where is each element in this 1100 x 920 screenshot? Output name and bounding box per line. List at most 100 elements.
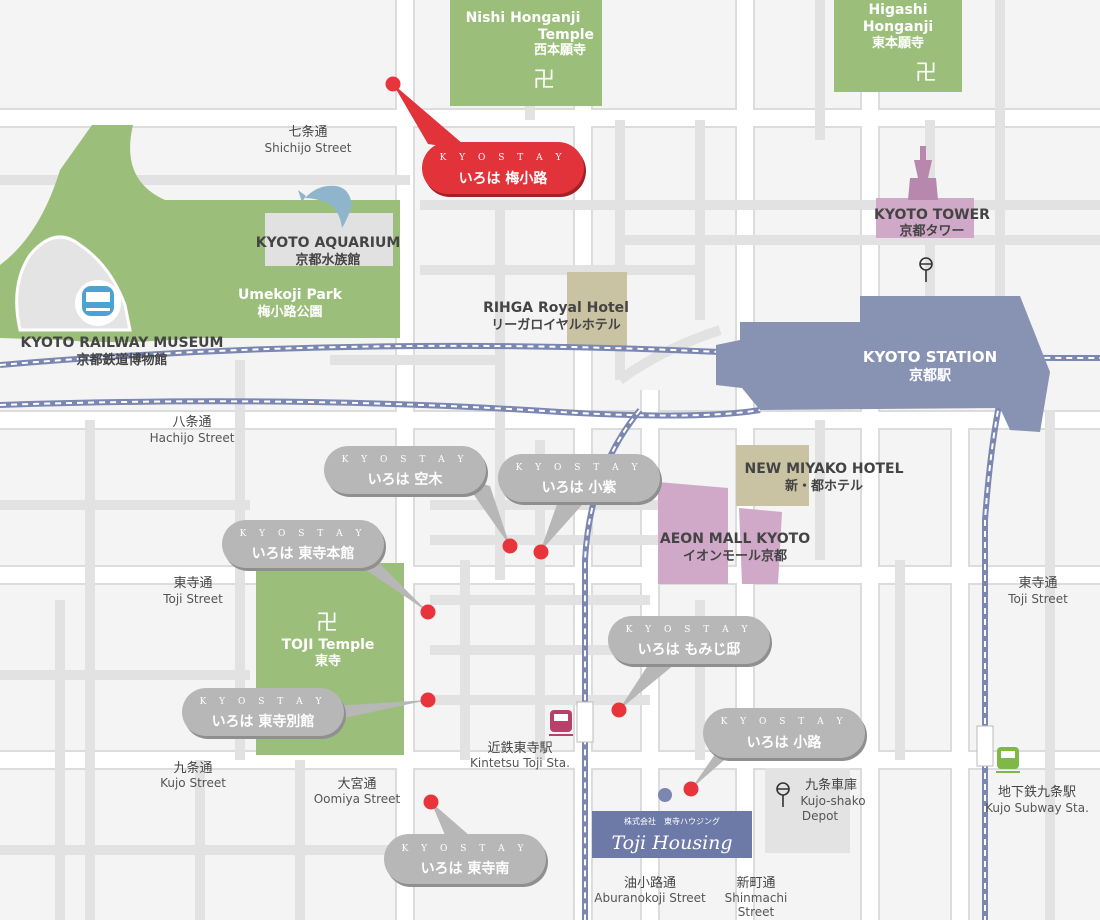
- higashi-honganji-area: [834, 0, 962, 92]
- callout-toji-minami-name: いろは 東寺南: [421, 860, 510, 877]
- toji-housing-company: 株式会社 東寺ハウジング: [624, 816, 720, 826]
- higashi-honganji-label-en1: Higashi: [868, 2, 927, 18]
- kyoto-tower-label-en: KYOTO TOWER: [874, 207, 990, 223]
- subway-train-icon: [996, 747, 1020, 773]
- marker-momiji[interactable]: [611, 702, 627, 718]
- marker-koji[interactable]: [683, 781, 699, 797]
- shinmachi-street-label-en2: Street: [738, 905, 775, 919]
- higashi-honganji-label-en2: Honganji: [863, 19, 933, 35]
- oomiya-street-label-en: Oomiya Street: [314, 792, 401, 806]
- aeon-label-ja: イオンモール京都: [683, 548, 787, 564]
- dolphin-icon: [298, 185, 352, 228]
- callout-koshi-name: いろは 小紫: [542, 479, 617, 496]
- toji-temple-label-ja: 東寺: [315, 653, 341, 669]
- kyoto-tower-icon: [908, 146, 938, 200]
- callout-umekoji-name: いろは 梅小路: [459, 170, 549, 187]
- aburanokoji-street-label-en: Aburanokoji Street: [594, 891, 706, 905]
- aburanokoji-street-label-ja: 油小路通: [624, 875, 676, 891]
- shichijo-street-label-en: Shichijo Street: [264, 141, 351, 155]
- toji-temple-symbol: 卍: [316, 611, 338, 636]
- nishi-honganji-label-en1: Nishi Honganji: [466, 10, 581, 26]
- kintetsu-train-icon: [549, 710, 573, 736]
- marker-umekoji[interactable]: [385, 76, 401, 92]
- aeon-label-en: AEON MALL KYOTO: [660, 531, 810, 547]
- shinmachi-street-label-en1: Shinmachi: [725, 891, 788, 905]
- kyoto-station-label-ja: 京都駅: [909, 367, 952, 384]
- kyoto-station-label-en: KYOTO STATION: [863, 348, 997, 366]
- subway-platform: [976, 725, 994, 767]
- callout-toji-minami[interactable]: K Y O S T A Y いろは 東寺南: [384, 834, 548, 887]
- kyoto-tower-base: [876, 198, 974, 238]
- umekoji-park-label-en: Umekoji Park: [238, 287, 343, 303]
- hachijo-street-label-en: Hachijo Street: [150, 431, 235, 445]
- railway-museum-label-en: KYOTO RAILWAY MUSEUM: [21, 335, 224, 351]
- new-miyako-label-en: NEW MIYAKO HOTEL: [744, 461, 903, 477]
- callout-toji-bekkan-name: いろは 東寺別館: [212, 713, 315, 730]
- toji-housing-name: Toji Housing: [611, 832, 732, 854]
- rihga-hotel-building: [567, 272, 627, 350]
- callout-utsuki-kicker: K Y O S T A Y: [342, 455, 469, 465]
- nishi-honganji-area: [450, 0, 602, 106]
- callout-utsuki-name: いろは 空木: [368, 471, 444, 488]
- aquarium-label-ja: 京都水族館: [295, 252, 360, 268]
- new-miyako-hotel-building: [736, 445, 809, 506]
- toji-housing-sign[interactable]: 株式会社 東寺ハウジング Toji Housing: [592, 811, 752, 858]
- kujo-shako-label-ja: 九条車庫: [805, 777, 857, 793]
- toji-street-left-label-ja: 東寺通: [173, 575, 212, 591]
- callout-umekoji[interactable]: K Y O S T A Y いろは 梅小路: [422, 142, 586, 197]
- marker-toji-housing[interactable]: [658, 788, 672, 802]
- callout-koji[interactable]: K Y O S T A Y いろは 小路: [703, 708, 867, 761]
- toji-street-right-label-ja: 東寺通: [1018, 575, 1057, 591]
- kujo-subway-label-ja: 地下鉄九条駅: [998, 784, 1076, 800]
- kujo-shako-label-en2: Depot: [802, 809, 839, 823]
- marker-koshi[interactable]: [533, 544, 549, 560]
- callout-momiji-name: いろは もみじ邸: [638, 642, 741, 658]
- landmark-labels: Nishi Honganji Temple 西本願寺 Higashi Honga…: [21, 2, 1089, 823]
- kujo-shako-depot-area: [765, 768, 850, 853]
- kintetsu-platform: [576, 701, 594, 743]
- umekoji-park-label-ja: 梅小路公園: [257, 304, 322, 320]
- marker-toji-honkan[interactable]: [420, 604, 436, 620]
- toji-street-right-label-en: Toji Street: [1007, 592, 1068, 606]
- aquarium-label-en: KYOTO AQUARIUM: [256, 235, 401, 251]
- street-labels: 七条通 Shichijo Street 八条通 Hachijo Street 東…: [150, 124, 1069, 919]
- higashi-honganji-symbol: 卍: [915, 61, 937, 86]
- callout-toji-bekkan[interactable]: K Y O S T A Y いろは 東寺別館: [182, 688, 346, 739]
- callout-momiji-kicker: K Y O S T A Y: [626, 625, 753, 635]
- callout-toji-honkan-name: いろは 東寺本館: [252, 545, 355, 562]
- toji-temple-label-en: TOJI Temple: [282, 637, 375, 653]
- callout-utsuki[interactable]: K Y O S T A Y いろは 空木: [324, 446, 488, 497]
- aeon-mall-building-west: [658, 482, 728, 584]
- marker-toji-minami[interactable]: [423, 794, 439, 810]
- aquarium-building: [265, 213, 393, 266]
- shinmachi-street-label-ja: 新町通: [736, 875, 775, 891]
- rihga-label-en: RIHGA Royal Hotel: [483, 300, 629, 316]
- callout-koshi-kicker: K Y O S T A Y: [516, 463, 643, 473]
- kujo-shako-label-en1: Kujo-shako: [800, 794, 865, 808]
- train-icon: [75, 280, 121, 326]
- marker-toji-bekkan[interactable]: [420, 692, 436, 708]
- kyoto-tower-label-ja: 京都タワー: [899, 223, 964, 239]
- kintetsu-toji-label-en: Kintetsu Toji Sta.: [470, 756, 570, 770]
- location-markers: [385, 76, 699, 810]
- toji-street-left-label-en: Toji Street: [162, 592, 223, 606]
- nishi-honganji-label-ja: 西本願寺: [534, 42, 586, 58]
- higashi-honganji-label-ja: 東本願寺: [872, 35, 924, 51]
- oomiya-street-label-ja: 大宮通: [337, 776, 376, 792]
- kyoto-station-building: [716, 296, 1050, 432]
- new-miyako-label-ja: 新・都ホテル: [785, 478, 863, 494]
- kintetsu-toji-label-ja: 近鉄東寺駅: [487, 740, 552, 756]
- callout-momiji[interactable]: K Y O S T A Y いろは もみじ邸: [608, 616, 772, 667]
- marker-utsuki[interactable]: [502, 538, 518, 554]
- callout-koji-name: いろは 小路: [747, 734, 823, 751]
- rihga-label-ja: リーガロイヤルホテル: [491, 318, 621, 333]
- shichijo-street-label-ja: 七条通: [288, 124, 327, 140]
- callout-toji-bekkan-kicker: K Y O S T A Y: [200, 697, 327, 707]
- depot-bus-stop-icon: [776, 782, 790, 807]
- callout-toji-honkan[interactable]: K Y O S T A Y いろは 東寺本館: [222, 520, 386, 571]
- callout-toji-minami-kicker: K Y O S T A Y: [402, 844, 529, 854]
- nishi-honganji-symbol: 卍: [533, 68, 555, 93]
- callout-pointers: [335, 84, 738, 842]
- callout-koshi[interactable]: K Y O S T A Y いろは 小紫: [498, 454, 662, 505]
